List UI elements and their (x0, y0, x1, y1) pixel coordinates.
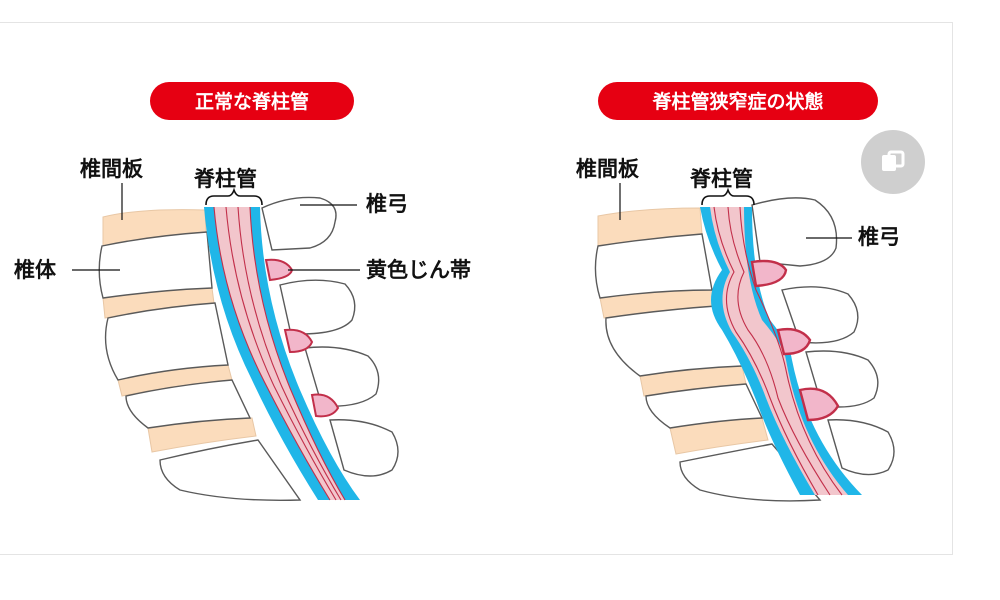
panel-normal-title: 正常な脊柱管 (195, 90, 309, 113)
discs-stenosis (597, 207, 769, 455)
ligament-flavum-normal (264, 258, 340, 418)
laminae-normal (261, 196, 399, 477)
label-ligament-normal: 黄色じん帯 (366, 258, 471, 282)
spinal-canal-normal (204, 206, 360, 501)
vertebral-bodies-stenosis (594, 233, 822, 502)
panel-normal: 正常な脊柱管 (14, 82, 471, 501)
panel-stenosis-title-pill (598, 82, 878, 120)
ligament-flavum-stenosis (750, 259, 840, 422)
label-disc-normal: 椎間板 (80, 157, 144, 181)
laminae-stenosis (751, 197, 895, 476)
panel-stenosis-title: 脊柱管狭窄症の状態 (651, 90, 823, 113)
label-canal-normal: 脊柱管 (193, 167, 257, 191)
label-canal-stenosis: 脊柱管 (689, 167, 753, 191)
label-body-normal: 椎体 (14, 258, 57, 282)
expand-button[interactable] (861, 130, 925, 194)
panel-normal-title-pill (150, 82, 354, 120)
label-lamina-stenosis: 椎弓 (858, 225, 900, 249)
spinal-canal-stenosis (700, 206, 862, 496)
vertebral-bodies-normal (98, 231, 302, 501)
brace-canal-normal (205, 187, 263, 206)
expand-icon (882, 150, 905, 171)
panel-stenosis: 脊柱管狭窄症の状態 (576, 82, 900, 502)
label-lamina-normal: 椎弓 (366, 192, 408, 216)
label-disc-stenosis: 椎間板 (576, 157, 640, 181)
brace-canal-stenosis (701, 187, 755, 206)
